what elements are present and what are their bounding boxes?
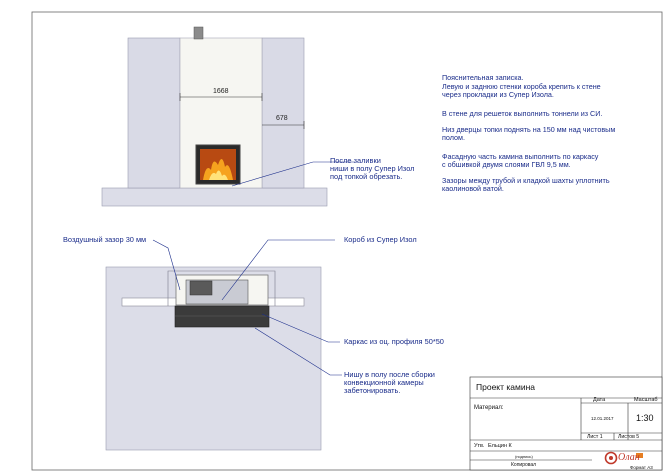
- frame-leader-line: [261, 313, 340, 343]
- hearth-slab: [101, 187, 328, 207]
- frame-profile: [174, 305, 270, 328]
- right-wall-pilaster: [261, 37, 305, 189]
- project-title: Проект камина: [476, 382, 536, 392]
- brand-logo-icon: [604, 451, 643, 465]
- note-2-line-1: В стене для решеток выполнить тоннели из…: [442, 109, 603, 118]
- dimension-width-label: 1668: [213, 88, 229, 95]
- plan-view: [105, 239, 342, 451]
- author-name: Ельцин К: [488, 443, 512, 449]
- flue-pipe: [193, 26, 204, 40]
- callout-frame-profile: Каркас из оц. профиля 50*50: [344, 337, 444, 346]
- front-elevation: [101, 26, 355, 207]
- note-1-line-2: через прокладки из Супер Изола.: [442, 90, 554, 99]
- copied-label: Копировал: [511, 462, 537, 468]
- note-4-line-2: с обшивкой двумя слоями ГВЛ 9,5 мм.: [442, 160, 571, 169]
- flame-icon: [203, 158, 233, 180]
- format-label: Формат А3: [630, 465, 653, 470]
- note-1-line-1: Левую и заднюю стенки короба крепить к с…: [442, 82, 601, 91]
- note-3-line-2: полом.: [442, 133, 465, 142]
- callout-floor-line-1: Нишу в полу после сборки: [344, 370, 435, 379]
- note-5-line-2: каолиновой ватой.: [442, 184, 504, 193]
- callout-niche-line-2: ниши в полу Супер Изол: [330, 164, 415, 173]
- brand-logo: Олан: [604, 451, 652, 465]
- stove-top: [189, 280, 213, 296]
- signature-label: (подпись): [515, 454, 533, 459]
- callout-air-gap: Воздушный зазор 30 мм: [63, 235, 147, 244]
- callout-niche-line-1: После заливки: [330, 156, 381, 165]
- gap-leader-line: [152, 239, 181, 291]
- title-block: [469, 376, 663, 471]
- dimension-side-label: 678: [276, 115, 288, 122]
- callout-niche-line-3: под топкой обрезать.: [330, 172, 403, 181]
- box-leader-line: [221, 239, 335, 301]
- date-label: Дата: [593, 397, 606, 403]
- sheet-number: Лист 1: [587, 434, 603, 440]
- note-title: Пояснительная записка.: [442, 73, 524, 82]
- sheet-count: Листов 5: [618, 434, 640, 440]
- callout-floor-line-2: конвекционной камеры: [344, 378, 424, 387]
- approved-label: Утв.: [474, 443, 485, 449]
- scale-value: 1:30: [636, 413, 654, 423]
- callout-floor-line-3: забетонировать.: [344, 386, 401, 395]
- note-3-line-1: Низ дверцы топки поднять на 150 мм над ч…: [442, 125, 616, 134]
- note-4-line-1: Фасадную часть камина выполнить по карка…: [442, 152, 599, 161]
- air-gap-outline: [167, 270, 276, 306]
- scale-label: Масштаб: [634, 397, 658, 403]
- note-5-line-1: Зазоры между трубой и кладкой шахты упло…: [442, 176, 610, 185]
- niche-leader-line: [231, 161, 355, 187]
- left-wall-pilaster: [127, 37, 181, 189]
- brand-logo-text: Олан: [618, 452, 640, 463]
- date-value: 12.01.2017: [591, 416, 614, 421]
- material-label: Материал:: [474, 405, 504, 411]
- sheet-frame: [31, 11, 663, 471]
- flame-core-icon: [209, 170, 228, 180]
- callout-insulation-box: Короб из Супер Изол: [344, 235, 417, 244]
- floor-leader-line: [254, 327, 342, 376]
